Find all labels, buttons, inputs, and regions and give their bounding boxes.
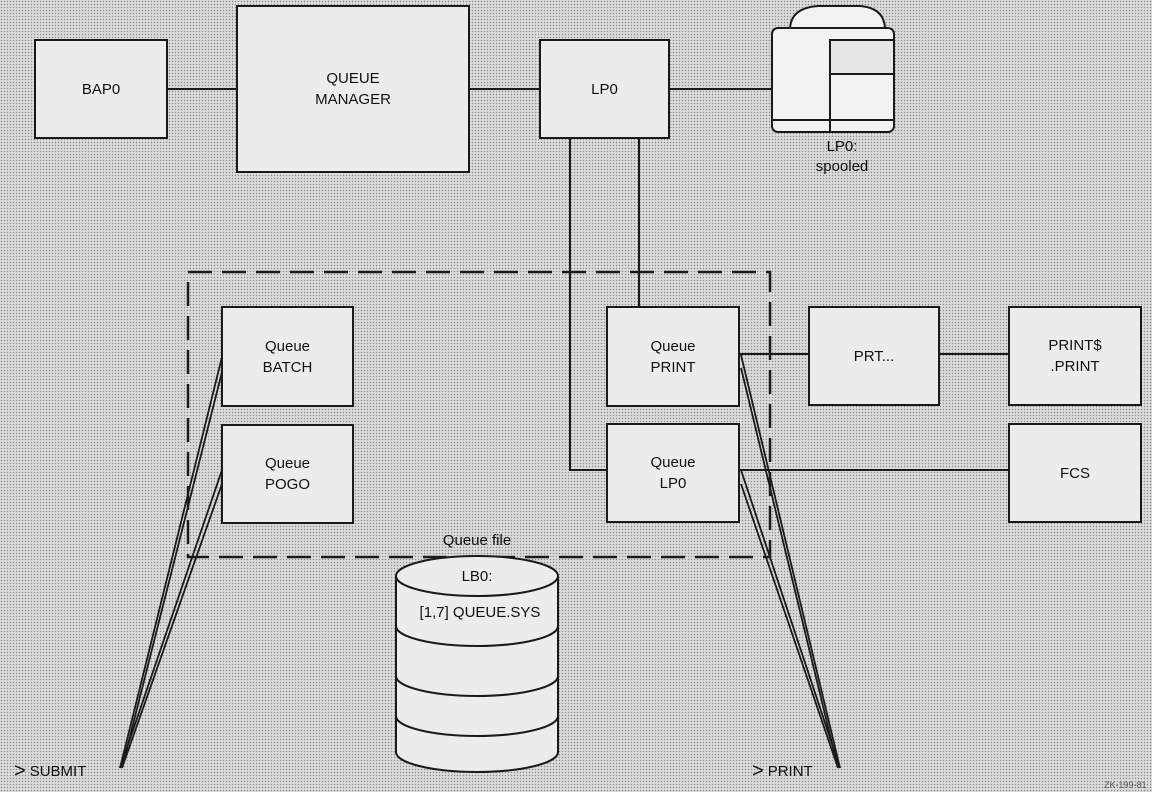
queue-manager-label-line2: MANAGER — [315, 91, 391, 108]
submit-line-pogo-2 — [121, 483, 223, 769]
submit-prompt-symbol: > — [14, 760, 26, 782]
print-line-print-2 — [740, 367, 839, 769]
print-print-box: PRINT$ .PRINT — [1008, 306, 1142, 406]
queue-manager-box: QUEUE MANAGER — [236, 5, 470, 173]
queue-file-title: Queue file — [442, 532, 512, 549]
queue-batch-label-line1: Queue — [264, 337, 311, 355]
lp0-label: LP0 — [591, 80, 618, 98]
print-command: >PRINT — [752, 760, 813, 783]
print-line-print — [740, 354, 841, 769]
print-print-label-line1: PRINT$ — [1048, 337, 1102, 354]
queue-print-box: Queue PRINT — [606, 306, 740, 407]
bap0-box: BAP0 — [34, 39, 168, 139]
queue-file-device: LB0: — [461, 568, 493, 585]
fcs-box: FCS — [1008, 423, 1142, 523]
connector-lp0-queue-lp0 — [569, 139, 606, 471]
print-line-lp0 — [740, 469, 841, 769]
queue-file-name: [1,7] QUEUE.SYS — [419, 604, 541, 621]
figure-id: ZK-199-81 — [1104, 780, 1147, 790]
queue-print-label-line1: Queue — [650, 337, 696, 355]
submit-command: >SUBMIT — [14, 760, 86, 783]
print-line-lp0-2 — [740, 483, 839, 769]
disk-stack-icon — [395, 555, 559, 773]
queue-print-label-line2: PRINT — [650, 358, 696, 376]
printer-label-line2: spooled — [815, 158, 869, 175]
prt-box: PRT... — [808, 306, 940, 406]
queue-pogo-box: Queue POGO — [221, 424, 354, 524]
submit-line-batch-2 — [121, 371, 223, 769]
submit-line-batch — [119, 356, 223, 769]
submit-line-pogo — [119, 469, 223, 769]
printer-icon — [771, 5, 895, 133]
queue-pogo-label-line1: Queue — [264, 455, 311, 472]
queue-lp0-box: Queue LP0 — [606, 423, 740, 523]
print-label: PRINT — [767, 763, 813, 780]
queue-pogo-label-line2: POGO — [264, 476, 310, 493]
prt-label: PRT... — [853, 347, 895, 365]
printer-label-line1: LP0: — [826, 138, 858, 155]
queue-lp0-label-line2: LP0 — [659, 475, 687, 492]
lp0-box: LP0 — [539, 39, 670, 139]
printer-label: LP0: spooled — [816, 137, 869, 177]
fcs-label: FCS — [1060, 464, 1090, 482]
print-prompt-symbol: > — [752, 760, 764, 782]
bap0-label: BAP0 — [81, 80, 121, 98]
queue-batch-box: Queue BATCH — [221, 306, 354, 407]
queue-batch-label-line2: BATCH — [262, 358, 313, 376]
print-print-label-line2: .PRINT — [1050, 358, 1100, 375]
queue-lp0-label-line1: Queue — [650, 454, 696, 471]
queue-manager-label-line1: QUEUE — [326, 70, 380, 87]
submit-label: SUBMIT — [29, 763, 87, 780]
